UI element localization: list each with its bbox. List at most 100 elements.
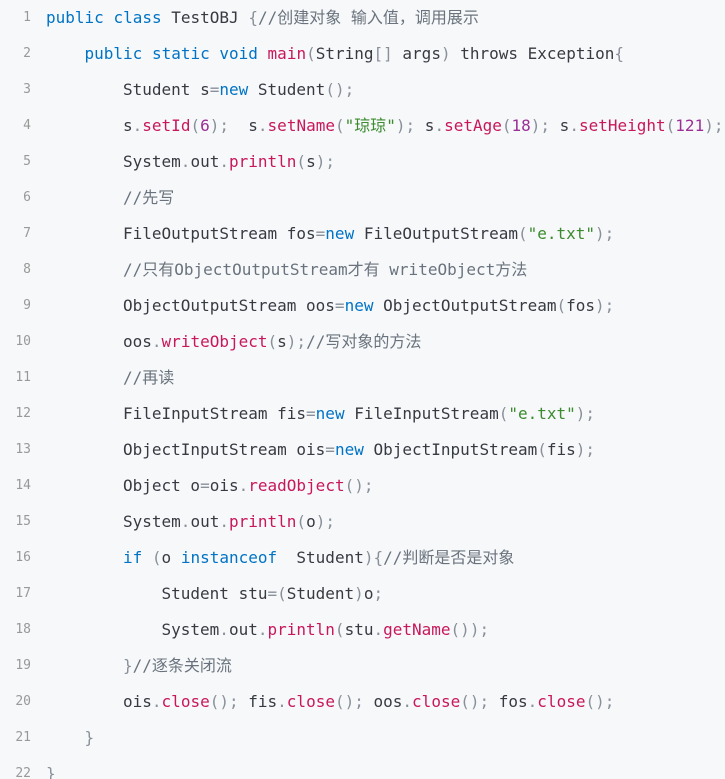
code-token: ); — [315, 512, 335, 531]
code-token: (); — [344, 476, 374, 495]
code-token: . — [569, 116, 579, 135]
line-number: 14 — [15, 478, 31, 493]
code-line: 8 //只有ObjectOutputStream才有 writeObject方法 — [0, 252, 725, 288]
line-number: 21 — [15, 730, 31, 745]
code-token: static — [151, 44, 210, 63]
code-token: ObjectOutputStream oos — [123, 296, 335, 315]
code-line: 22} — [0, 756, 725, 779]
code-token: FileOutputStream fos — [123, 224, 316, 243]
line-code: s.setId(6); s.setName("琼琼"); s.setAge(18… — [123, 108, 723, 144]
line-code: ObjectOutputStream oos=new ObjectOutputS… — [123, 288, 614, 324]
code-token: s — [306, 152, 316, 171]
code-token: setHeight — [578, 116, 666, 135]
code-token: Student stu — [161, 584, 268, 603]
code-token: = — [209, 80, 220, 99]
code-token: new — [334, 440, 364, 459]
code-token: setId — [142, 116, 191, 135]
code-line: 19}//逐条关闭流 — [0, 648, 725, 684]
line-number: 12 — [15, 406, 31, 421]
line-number: 11 — [15, 370, 31, 385]
code-token: . — [527, 692, 538, 711]
code-token: . — [238, 476, 249, 495]
code-token: . — [277, 692, 287, 711]
line-number: 8 — [23, 262, 31, 277]
line-code: //先写 — [123, 180, 174, 216]
line-number: 10 — [15, 334, 31, 349]
code-token: TestOBJ — [161, 8, 249, 27]
code-token: s — [550, 116, 570, 135]
code-token: getName — [383, 620, 451, 639]
code-token: (); — [325, 80, 355, 99]
code-token: throws Exception — [450, 44, 615, 63]
code-token: out — [228, 620, 258, 639]
code-token: s — [277, 332, 287, 351]
code-token: ; — [373, 584, 384, 603]
line-code: FileInputStream fis=new FileInputStream(… — [123, 396, 595, 432]
code-token: ( — [296, 152, 307, 171]
code-line: 11 //再读 — [0, 360, 725, 396]
line-code: //再读 — [123, 360, 174, 396]
code-token: //先写 — [123, 188, 175, 207]
code-token: s — [415, 116, 435, 135]
line-number: 16 — [15, 550, 31, 565]
line-number: 18 — [15, 622, 31, 637]
code-token: ); — [595, 296, 615, 315]
line-code: //只有ObjectOutputStream才有 writeObject方法 — [123, 252, 527, 288]
line-number: 22 — [15, 766, 31, 779]
code-token: . — [219, 152, 229, 171]
code-token: writeObject — [161, 332, 268, 351]
code-token: ( — [501, 116, 512, 135]
code-token: stu — [344, 620, 374, 639]
code-token: fos — [566, 296, 596, 315]
code-token: = — [334, 296, 345, 315]
code-token: 18 — [511, 116, 531, 135]
line-code: Object o=ois.readObject(); — [123, 468, 373, 504]
code-token: instanceof — [180, 548, 278, 567]
code-token: "e.txt" — [527, 224, 596, 243]
code-token: ); — [286, 332, 307, 351]
code-token: (); — [334, 692, 364, 711]
code-token: ) — [440, 44, 451, 63]
code-token: System — [161, 620, 220, 639]
code-token: //写对象的方法 — [306, 332, 422, 351]
code-token: println — [267, 620, 335, 639]
code-token: new — [325, 224, 355, 243]
code-token: 121 — [675, 116, 705, 135]
code-token: new — [315, 404, 345, 423]
code-token: fos — [489, 692, 528, 711]
code-token: out — [190, 512, 220, 531]
code-token: . — [151, 332, 162, 351]
line-number: 9 — [23, 298, 31, 313]
code-token: ); — [704, 116, 724, 135]
code-token: out — [190, 152, 220, 171]
code-token: = — [315, 224, 326, 243]
code-token: println — [228, 512, 297, 531]
code-token: close — [537, 692, 586, 711]
code-token: ( — [665, 116, 676, 135]
code-token: new — [219, 80, 249, 99]
line-code: FileOutputStream fos=new FileOutputStrea… — [123, 216, 614, 252]
code-token: //逐条关闭流 — [132, 656, 232, 675]
code-token: ){ — [363, 548, 384, 567]
code-token: ()); — [450, 620, 490, 639]
code-token: args — [392, 44, 441, 63]
code-token: setAge — [444, 116, 502, 135]
code-token: "e.txt" — [508, 404, 576, 423]
code-token: = — [306, 404, 316, 423]
code-token: } — [123, 656, 133, 675]
code-token: ( — [498, 404, 509, 423]
code-token: [] — [373, 44, 393, 63]
code-token: ( — [190, 116, 201, 135]
code-token: ObjectOutputStream — [373, 296, 557, 315]
line-code: } — [46, 756, 56, 779]
code-token — [258, 44, 268, 63]
code-token: ( — [334, 620, 345, 639]
code-token: ois — [209, 476, 239, 495]
